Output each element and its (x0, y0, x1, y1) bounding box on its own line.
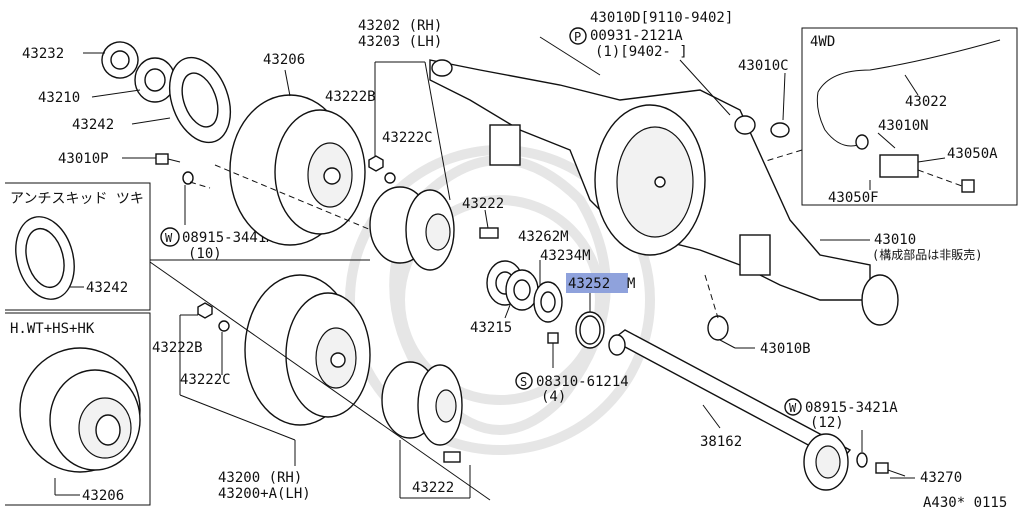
hub-43202-label: 43202 (RH) (358, 18, 442, 34)
washer-08915-3441A-label: 08915-3441A (182, 230, 275, 246)
axle-housing-43010 (429, 59, 899, 326)
plate-43234M (533, 281, 563, 323)
circle-p-callout: P (569, 27, 587, 45)
antiskid-box: アンチスキッド ツキ 43242 (5, 182, 370, 311)
part-43200-label: 43200 (RH) (218, 470, 302, 486)
bolt-08310-qty: (4) (541, 389, 566, 405)
antiskid-part-label: 43242 (86, 280, 128, 296)
part-43010P-label: 43010P (58, 151, 109, 167)
circle-p-symbol: P (574, 30, 581, 44)
part-43234M-label: 43234M (540, 248, 591, 264)
circle-s-symbol: S (520, 375, 527, 389)
antiskid-title: アンチスキッド ツキ (10, 191, 144, 207)
fourwd-box: 4WD 43022 43010N 43050A 43050F (801, 27, 1018, 206)
washer-callout-right: W (784, 398, 802, 416)
part-43252M-label: 43252 (568, 276, 610, 292)
part-00931-label: 00931-2121A (590, 28, 683, 44)
brake-drum-43206 (229, 94, 366, 246)
circle-s-callout: S (515, 372, 533, 390)
hwt-part-label: 43206 (82, 488, 124, 504)
part-43222C-top-label: 43222C (382, 130, 433, 146)
bearing-seal-group (101, 41, 232, 144)
hwt-box: H.WT+HS+HK 43206 (5, 312, 151, 506)
fourwd-43050A-label: 43050A (947, 146, 998, 162)
washer-08915-3421A-label: 08915-3421A (805, 400, 898, 416)
fourwd-43050F-label: 43050F (828, 190, 879, 206)
hub-lower (381, 361, 463, 463)
plug-43010B (707, 315, 729, 341)
part-43210-label: 43210 (38, 90, 80, 106)
hwt-drum (19, 347, 141, 473)
axle-shaft-38162 (608, 329, 852, 491)
part-43232-label: 43232 (22, 46, 64, 62)
brake-drum-43200 (244, 274, 371, 426)
fourwd-title: 4WD (810, 34, 835, 50)
part-43242-label: 43242 (72, 117, 114, 133)
part-43222C-low-label: 43222C (180, 372, 231, 388)
part-43010D-label: 43010D[9110-9402] (590, 10, 733, 26)
bolt-43270 (875, 462, 906, 477)
washer-top-symbol: W (165, 231, 173, 245)
part-43222B-top-label: 43222B (325, 89, 376, 105)
fourwd-43022-label: 43022 (905, 94, 947, 110)
part-43270-label: 43270 (920, 470, 962, 486)
antiskid-plate (15, 216, 75, 300)
hub-43203-label: 43203 (LH) (358, 34, 442, 50)
part-43252M-suffix: M (627, 276, 635, 292)
part-43200A-label: 43200+A(LH) (218, 486, 311, 502)
fourwd-43010N-label: 43010N (878, 118, 929, 134)
part-43010B-label: 43010B (760, 341, 811, 357)
washer-08915-3421A-qty: (12) (810, 415, 844, 431)
washer-right-symbol: W (789, 401, 797, 415)
part-00931-qty: (1)[9402- ] (595, 44, 688, 60)
washer-callout-top: W (160, 227, 180, 247)
oring-43252M (575, 311, 605, 349)
bolt-08310 (547, 332, 559, 368)
part-43010C-label: 43010C (738, 58, 789, 74)
washer-08915-3441A-qty: (10) (188, 246, 222, 262)
housing-43010-note: (構成部品は非販売) (872, 247, 982, 262)
part-43222B-low-label: 43222B (152, 340, 203, 356)
footer-code: A430* 0115 (923, 495, 1007, 510)
highlight-43252M (566, 273, 628, 293)
bearing-43215 (486, 260, 539, 311)
part-43222-mid-label: 43222 (462, 196, 504, 212)
hub-43202 (369, 186, 499, 271)
bolt-43010P (155, 153, 181, 165)
part-43206-label: 43206 (263, 52, 305, 68)
bolt-08310-label: 08310-61214 (536, 374, 629, 390)
part-43222-low-label: 43222 (412, 480, 454, 496)
housing-43010-label: 43010 (874, 232, 916, 248)
hwt-title: H.WT+HS+HK (10, 321, 95, 337)
part-43215-label: 43215 (470, 320, 512, 336)
part-43262M-label: 43262M (518, 229, 569, 245)
axle-shaft-38162-label: 38162 (700, 434, 742, 450)
